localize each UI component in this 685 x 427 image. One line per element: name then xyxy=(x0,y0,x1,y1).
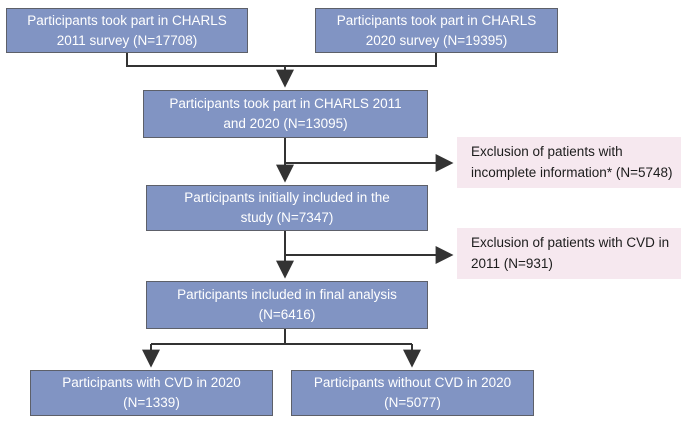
box-final-analysis: Participants included in final analysis … xyxy=(146,281,428,329)
box-text-line: 2011 (N=931) xyxy=(471,255,553,271)
box-text-line: Participants took part in CHARLS xyxy=(27,12,227,28)
box-text-line: (N=1339) xyxy=(123,395,180,410)
box-text-line: and 2020 (N=13095) xyxy=(223,116,348,131)
box-text-line: 2011 survey (N=17708) xyxy=(56,32,198,48)
box-charls-2011-survey: Participants took part in CHARLS 2011 su… xyxy=(6,8,248,53)
box-text-line: Participants took part in CHARLS xyxy=(336,12,537,28)
box-with-cvd-2020: Participants with CVD in 2020 (N=1339) xyxy=(30,370,273,416)
box-text-line: Participants initially included in the xyxy=(184,190,390,206)
box-text-line: Exclusion of patients with xyxy=(471,144,623,160)
box-charls-2020-survey: Participants took part in CHARLS 2020 su… xyxy=(315,8,558,53)
box-text-line: Exclusion of patients with CVD in xyxy=(471,235,670,251)
box-text-line: Participants with CVD in 2020 xyxy=(62,375,241,391)
box-text-line: (N=6416) xyxy=(258,307,316,322)
box-without-cvd-2020: Participants without CVD in 2020 (N=5077… xyxy=(291,370,534,416)
box-text-line: Participants took part in CHARLS 2011 xyxy=(169,96,402,112)
box-text-line: incomplete information* (N=5748) xyxy=(471,164,673,180)
box-text-line: Participants included in final analysis xyxy=(177,287,397,303)
connector-merge-top xyxy=(126,53,437,67)
box-initially-included: Participants initially included in the s… xyxy=(146,185,428,231)
box-exclusion-cvd-2011: Exclusion of patients with CVD in 2011 (… xyxy=(457,228,681,279)
box-exclusion-incomplete-info: Exclusion of patients with incomplete in… xyxy=(457,137,681,188)
box-text-line: study (N=7347) xyxy=(240,210,334,225)
box-text-line: (N=5077) xyxy=(384,395,441,410)
connector-split-bottom xyxy=(151,329,412,345)
box-text-line: 2020 survey (N=19395) xyxy=(365,32,508,48)
box-charls-2011-and-2020: Participants took part in CHARLS 2011 an… xyxy=(143,90,428,138)
box-text-line: Participants without CVD in 2020 xyxy=(313,375,512,391)
